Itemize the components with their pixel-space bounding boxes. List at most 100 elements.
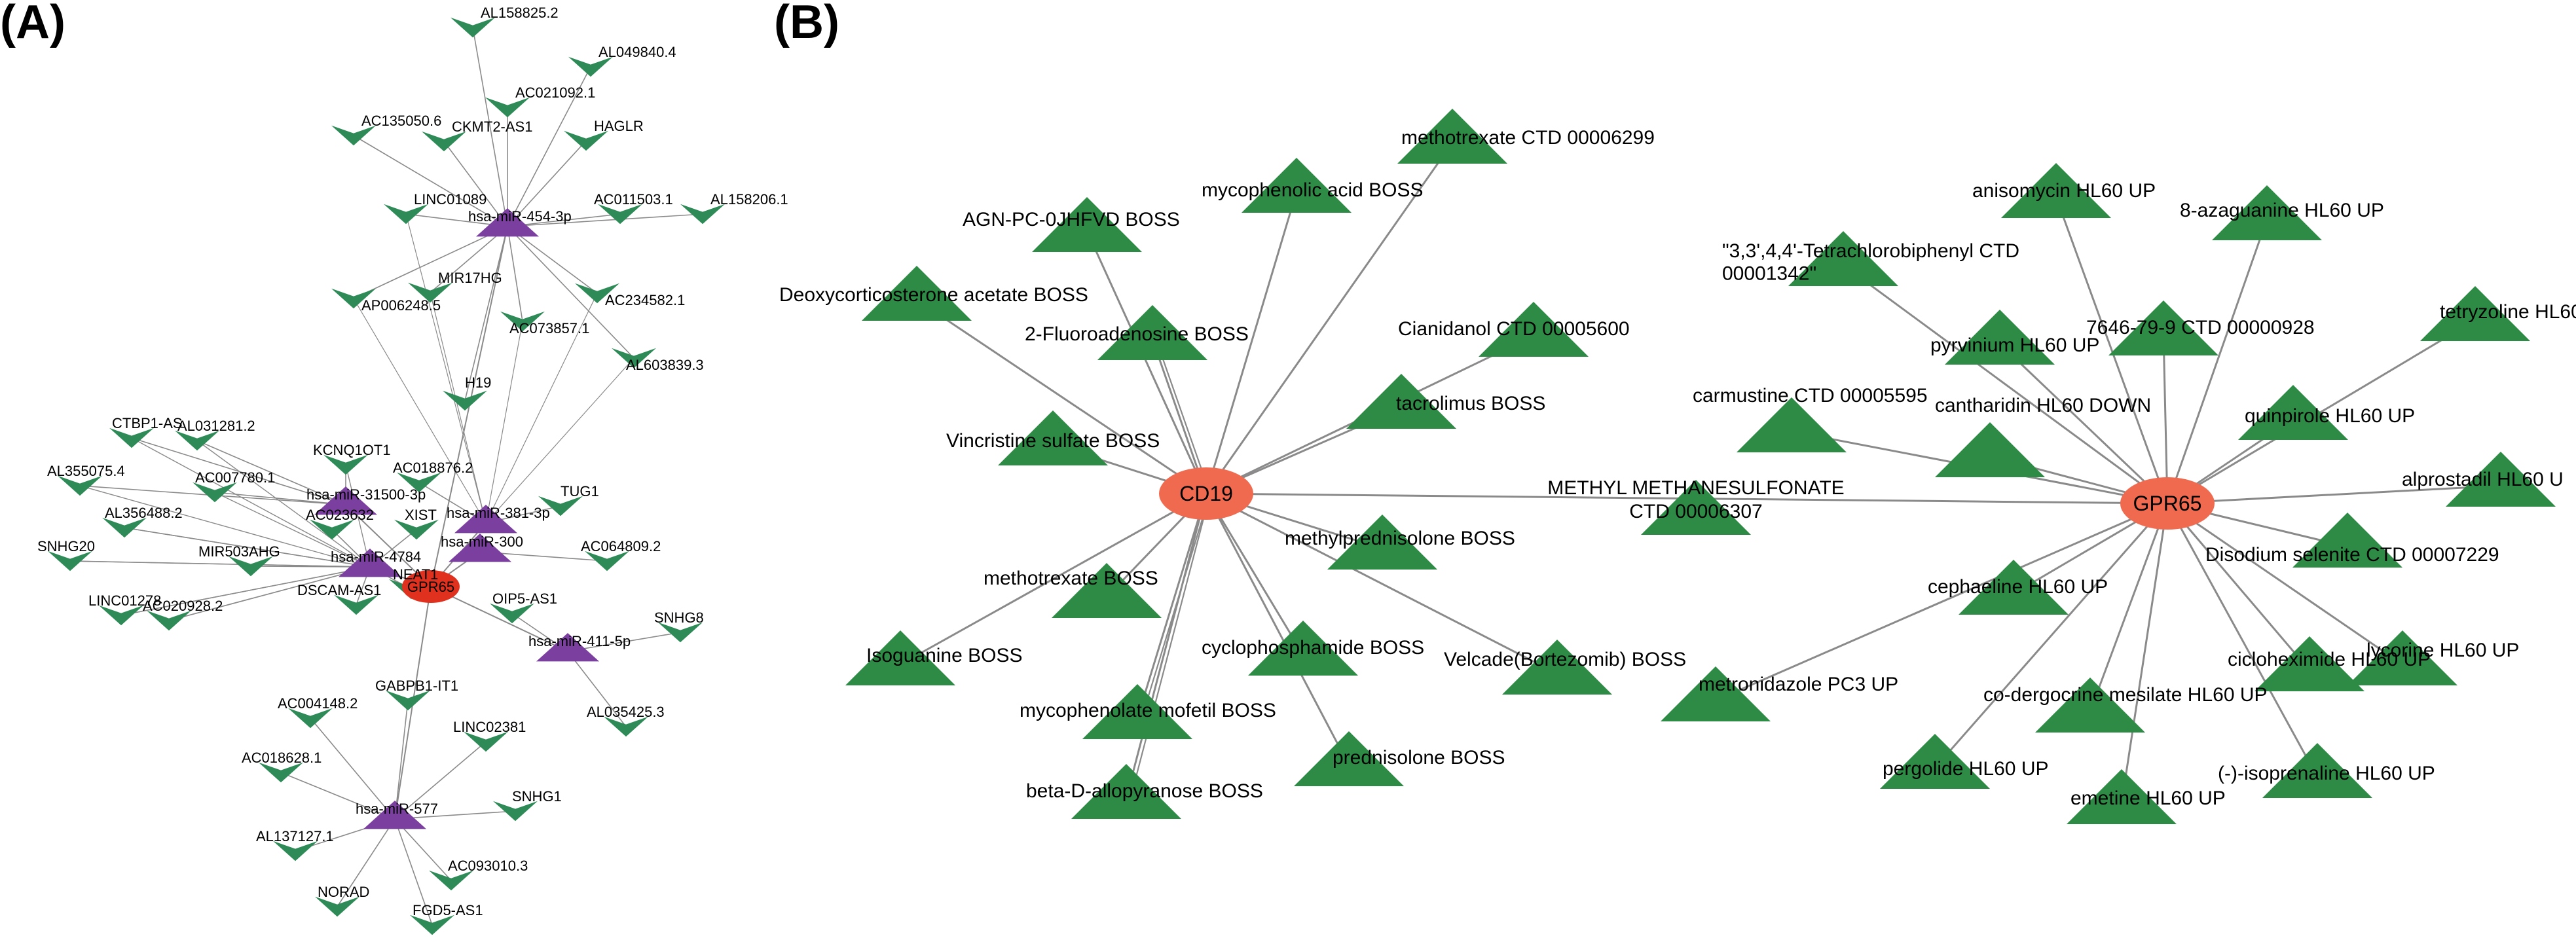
lncrna-node bbox=[422, 131, 466, 152]
lncrna-node bbox=[568, 56, 613, 77]
mirna-edge bbox=[507, 213, 621, 227]
drug-label: pergolide HL60 UP bbox=[1883, 758, 2049, 780]
mirna-edge bbox=[337, 818, 396, 907]
lncrna-node bbox=[259, 762, 303, 783]
lncrna-label: AL158206.1 bbox=[710, 191, 788, 208]
drug-label: cyclophosphamide BOSS bbox=[1202, 637, 1424, 659]
lncrna-node bbox=[331, 125, 376, 146]
lncrna-node bbox=[538, 496, 583, 516]
lncrna-label: H19 bbox=[465, 374, 491, 391]
mirna-edge bbox=[310, 717, 396, 820]
panel-a-label: (A) bbox=[0, 0, 65, 48]
drug-label: mycophenolic acid BOSS bbox=[1202, 179, 1424, 201]
drug-edge bbox=[1129, 493, 1211, 800]
nodes-layer bbox=[48, 17, 2556, 935]
lncrna-label: NORAD bbox=[318, 884, 369, 900]
drug-label: anisomycin HL60 UP bbox=[1972, 180, 2156, 202]
drug-label: alprostadil HL60 U bbox=[2402, 469, 2564, 490]
drug-node bbox=[1479, 302, 1589, 357]
mirna-edge bbox=[430, 292, 487, 524]
mirna-edge bbox=[353, 135, 508, 227]
mirna-edge bbox=[507, 66, 591, 227]
drug-node bbox=[1935, 422, 2045, 477]
drug-node bbox=[1502, 640, 1612, 695]
drug-label: methotrexate CTD 00006299 bbox=[1401, 127, 1655, 149]
drug-node bbox=[2001, 163, 2111, 218]
drug-label: pyrvinium HL60 UP bbox=[1930, 335, 2099, 356]
lncrna-label: AC021092.1 bbox=[515, 84, 595, 101]
drug-label: 7646-79-9 CTD 00000928 bbox=[2086, 317, 2315, 338]
lncrna-node bbox=[229, 556, 273, 577]
mirna-edge bbox=[464, 226, 508, 401]
drug-node bbox=[1788, 231, 1898, 286]
mirna-node bbox=[339, 549, 401, 577]
lncrna-node bbox=[564, 130, 608, 151]
drug-edge bbox=[1205, 142, 1454, 494]
lncrna-label: OIP5-AS1 bbox=[492, 590, 557, 607]
lncrna-label: CTBP1-AS bbox=[112, 415, 183, 431]
drug-label: tacrolimus BOSS bbox=[1396, 393, 1545, 414]
mirna-edge bbox=[353, 298, 487, 524]
mirna-edge bbox=[485, 357, 635, 524]
drug-label: co-dergocrine mesilate HL60 UP bbox=[1983, 684, 2268, 706]
lncrna-node bbox=[147, 610, 191, 631]
mirna-edge bbox=[168, 566, 371, 621]
mirna-edge bbox=[507, 226, 523, 322]
mirna-label: hsa-miR-411-5p bbox=[528, 633, 631, 649]
lncrna-node bbox=[658, 622, 703, 643]
lncrna-node bbox=[485, 97, 530, 118]
mirna-node bbox=[314, 486, 377, 515]
mirna-node bbox=[454, 505, 517, 534]
drug-node bbox=[1082, 684, 1192, 739]
drug-node bbox=[1052, 563, 1162, 618]
drug-label: mycophenolate mofetil BOSS bbox=[1020, 700, 1276, 721]
lncrna-node bbox=[334, 594, 378, 615]
drug-label: lycorine HL60 UP bbox=[2366, 640, 2519, 661]
lncrna-node bbox=[288, 708, 333, 729]
mirna-edge bbox=[485, 321, 523, 524]
lncrna-label: AL158825.2 bbox=[481, 5, 559, 21]
mirna-edge bbox=[394, 810, 516, 820]
mirna-edge bbox=[131, 437, 371, 568]
lncrna-node bbox=[58, 475, 102, 496]
drug-label: 8-azaguanine HL60 UP bbox=[2180, 200, 2384, 221]
lncrna-node bbox=[386, 690, 430, 711]
mirna-edge bbox=[485, 293, 598, 524]
gpr65-mirna-edge bbox=[430, 586, 568, 652]
drug-label: Cianidanol CTD 00005600 bbox=[1398, 318, 1630, 340]
lncrna-node bbox=[310, 519, 354, 540]
drug-label: tetryzoline HL60 U bbox=[2440, 301, 2576, 323]
mirna-node bbox=[363, 801, 426, 829]
mirna-label: hsa-miR-300 bbox=[441, 534, 523, 550]
lncrna-node bbox=[102, 517, 147, 538]
drug-node bbox=[1945, 310, 2055, 365]
drug-edge bbox=[900, 492, 1207, 666]
drug-edge bbox=[1843, 264, 2168, 505]
lncrna-label: LINC01089 bbox=[414, 191, 487, 208]
shared-drug-label: CTD 00006307 bbox=[1629, 501, 1762, 522]
lncrna-label: SNHG1 bbox=[512, 788, 562, 805]
lncrna-label: AL049840.4 bbox=[598, 44, 676, 60]
mirna-edge bbox=[394, 818, 452, 881]
drug-label: cantharidin HL60 DOWN bbox=[1935, 395, 2151, 416]
drug-node bbox=[1032, 197, 1142, 252]
lncrna-label: AC007780.1 bbox=[195, 469, 275, 486]
drug-edge bbox=[1715, 502, 2168, 702]
lncrna-label: SNHG8 bbox=[654, 609, 704, 626]
lncrna-label: AL355075.4 bbox=[47, 463, 125, 479]
drug-label: Vincristine sulfate BOSS bbox=[946, 430, 1160, 452]
drug-edge bbox=[2166, 503, 2311, 671]
mirna-edge bbox=[507, 213, 703, 227]
lncrna-label: AC234582.1 bbox=[605, 292, 685, 308]
drug-edge bbox=[1125, 493, 1207, 799]
drug-label: Isoguanine BOSS bbox=[866, 645, 1023, 666]
drug-label: beta-D-allopyranose BOSS bbox=[1026, 780, 1263, 802]
drug-edge bbox=[1934, 503, 2169, 769]
drug-edge bbox=[1086, 230, 1207, 494]
mirna-edge bbox=[196, 440, 346, 505]
drug-edge bbox=[2120, 503, 2169, 804]
drug-node bbox=[998, 410, 1108, 465]
lncrna-node bbox=[500, 311, 545, 332]
